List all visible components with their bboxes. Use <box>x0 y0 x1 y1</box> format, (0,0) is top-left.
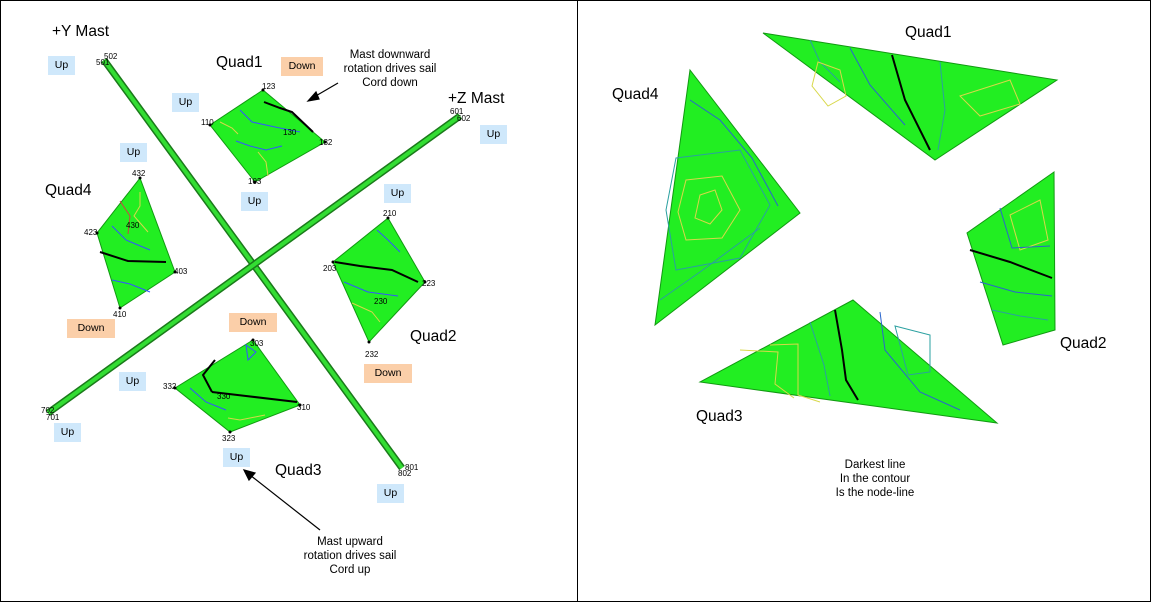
node-label: 701 <box>46 413 60 422</box>
node-label: 601 <box>450 107 464 116</box>
node-label: 203 <box>323 264 337 273</box>
node-label: 702 <box>41 406 55 415</box>
down-tag: Down <box>67 319 115 338</box>
node-label: 230 <box>374 297 388 306</box>
up-tag: Up <box>119 372 146 391</box>
node-label: 501 <box>96 58 110 67</box>
annotation-bottom: Mast upward rotation drives sail Cord up <box>293 535 407 577</box>
note-line-2: In the contour <box>839 473 911 485</box>
node-label: 423 <box>84 228 98 237</box>
quad3-label: Quad3 <box>275 462 322 479</box>
z-mast <box>45 113 463 416</box>
quad1-sail <box>209 89 326 183</box>
node-label: 430 <box>126 221 140 230</box>
r-quad2-sail <box>966 171 1056 346</box>
node-label: 801 <box>405 463 419 472</box>
node-label: 303 <box>250 339 264 348</box>
z-mast-label: +Z Mast <box>448 90 505 107</box>
right-panel <box>654 32 1059 424</box>
up-tag: Up <box>384 184 411 203</box>
node-label: 132 <box>319 138 333 147</box>
node-label: 232 <box>365 350 379 359</box>
node-label: 602 <box>457 114 471 123</box>
note-line-3: Is the node-line <box>835 487 915 499</box>
node-label: 802 <box>398 469 412 478</box>
up-tag: Up <box>480 125 507 144</box>
quad3-sail <box>174 339 301 433</box>
node-label: 103 <box>248 177 262 186</box>
quad2-sail <box>332 217 426 343</box>
node-label: 223 <box>422 279 436 288</box>
r-quad3-sail <box>698 299 999 424</box>
quad2-label: Quad2 <box>410 328 457 345</box>
node-label: 410 <box>113 310 127 319</box>
right-quad3-label: Quad3 <box>696 408 743 425</box>
left-panel <box>45 57 463 531</box>
annotation-bottom-line-1: Mast upward <box>317 536 383 548</box>
annotation-top-line-2: rotation drives sail <box>343 63 437 75</box>
annotation-arrows <box>242 82 339 531</box>
node-label: 332 <box>163 382 177 391</box>
node-label: 123 <box>262 82 276 91</box>
up-tag: Up <box>54 423 81 442</box>
up-tag: Up <box>241 192 268 211</box>
annotation-bottom-line-3: Cord up <box>329 564 371 576</box>
node-label: 323 <box>222 434 236 443</box>
node-line-note: Darkest line In the contour Is the node-… <box>815 458 935 500</box>
up-tag: Up <box>172 93 199 112</box>
node-label: 210 <box>383 209 397 218</box>
r-quad4-sail <box>654 68 801 327</box>
node-label: 310 <box>297 403 311 412</box>
down-tag: Down <box>364 364 412 383</box>
node-label: 432 <box>132 169 146 178</box>
quad4-sail <box>96 176 176 309</box>
down-tag: Down <box>281 57 323 76</box>
down-tag: Down <box>229 313 277 332</box>
node-label: 110 <box>201 118 214 127</box>
up-tag: Up <box>120 143 147 162</box>
node-label: 403 <box>174 267 188 276</box>
right-quad2-label: Quad2 <box>1060 335 1107 352</box>
annotation-top-line-1: Mast downward <box>349 49 431 61</box>
note-line-1: Darkest line <box>844 459 906 471</box>
annotation-top-line-3: Cord down <box>362 77 418 89</box>
node-label: 130 <box>283 128 297 137</box>
y-mast-label: +Y Mast <box>52 23 110 40</box>
up-tag: Up <box>48 56 75 75</box>
quad4-label: Quad4 <box>45 182 92 199</box>
node-label: 502 <box>104 52 118 61</box>
node-dots <box>95 88 427 434</box>
quad1-label: Quad1 <box>216 54 263 71</box>
up-tag: Up <box>223 448 250 467</box>
r-quad1-sail <box>762 32 1059 161</box>
annotation-top: Mast downward rotation drives sail Cord … <box>338 48 442 90</box>
right-quad1-label: Quad1 <box>905 24 952 41</box>
up-tag: Up <box>377 484 404 503</box>
right-quad4-label: Quad4 <box>612 86 659 103</box>
annotation-bottom-line-2: rotation drives sail <box>303 550 397 562</box>
node-label: 330 <box>217 392 231 401</box>
